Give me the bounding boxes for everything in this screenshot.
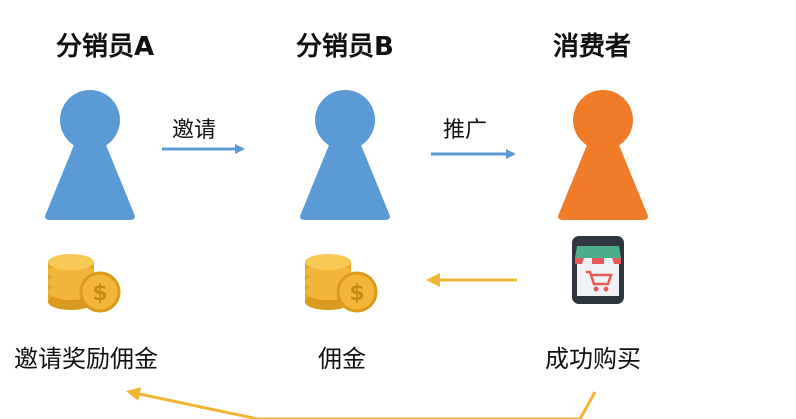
coins-icon: $ [48,254,121,313]
distributor-a-caption: 邀请奖励佣金 [14,345,158,373]
reward-arrow-curve-top [578,391,597,419]
svg-text:$: $ [92,281,107,306]
consumer-caption: 成功购买 [545,345,641,373]
person-icon [558,90,648,220]
person-icon [45,90,135,220]
invite-label: 邀请 [172,118,217,143]
person-icon [300,90,390,220]
phone-shop-icon [572,236,624,304]
coins-icon: $ [305,254,378,313]
promote-label: 推广 [443,118,488,143]
reward-arrow-head-line [126,387,259,419]
distributor-a-title: 分销员A [56,32,155,62]
distributor-b-title: 分销员B [296,32,394,62]
distributor-b-caption: 佣金 [318,345,366,373]
consumer-title: 消费者 [553,32,632,62]
svg-text:$: $ [349,281,364,306]
